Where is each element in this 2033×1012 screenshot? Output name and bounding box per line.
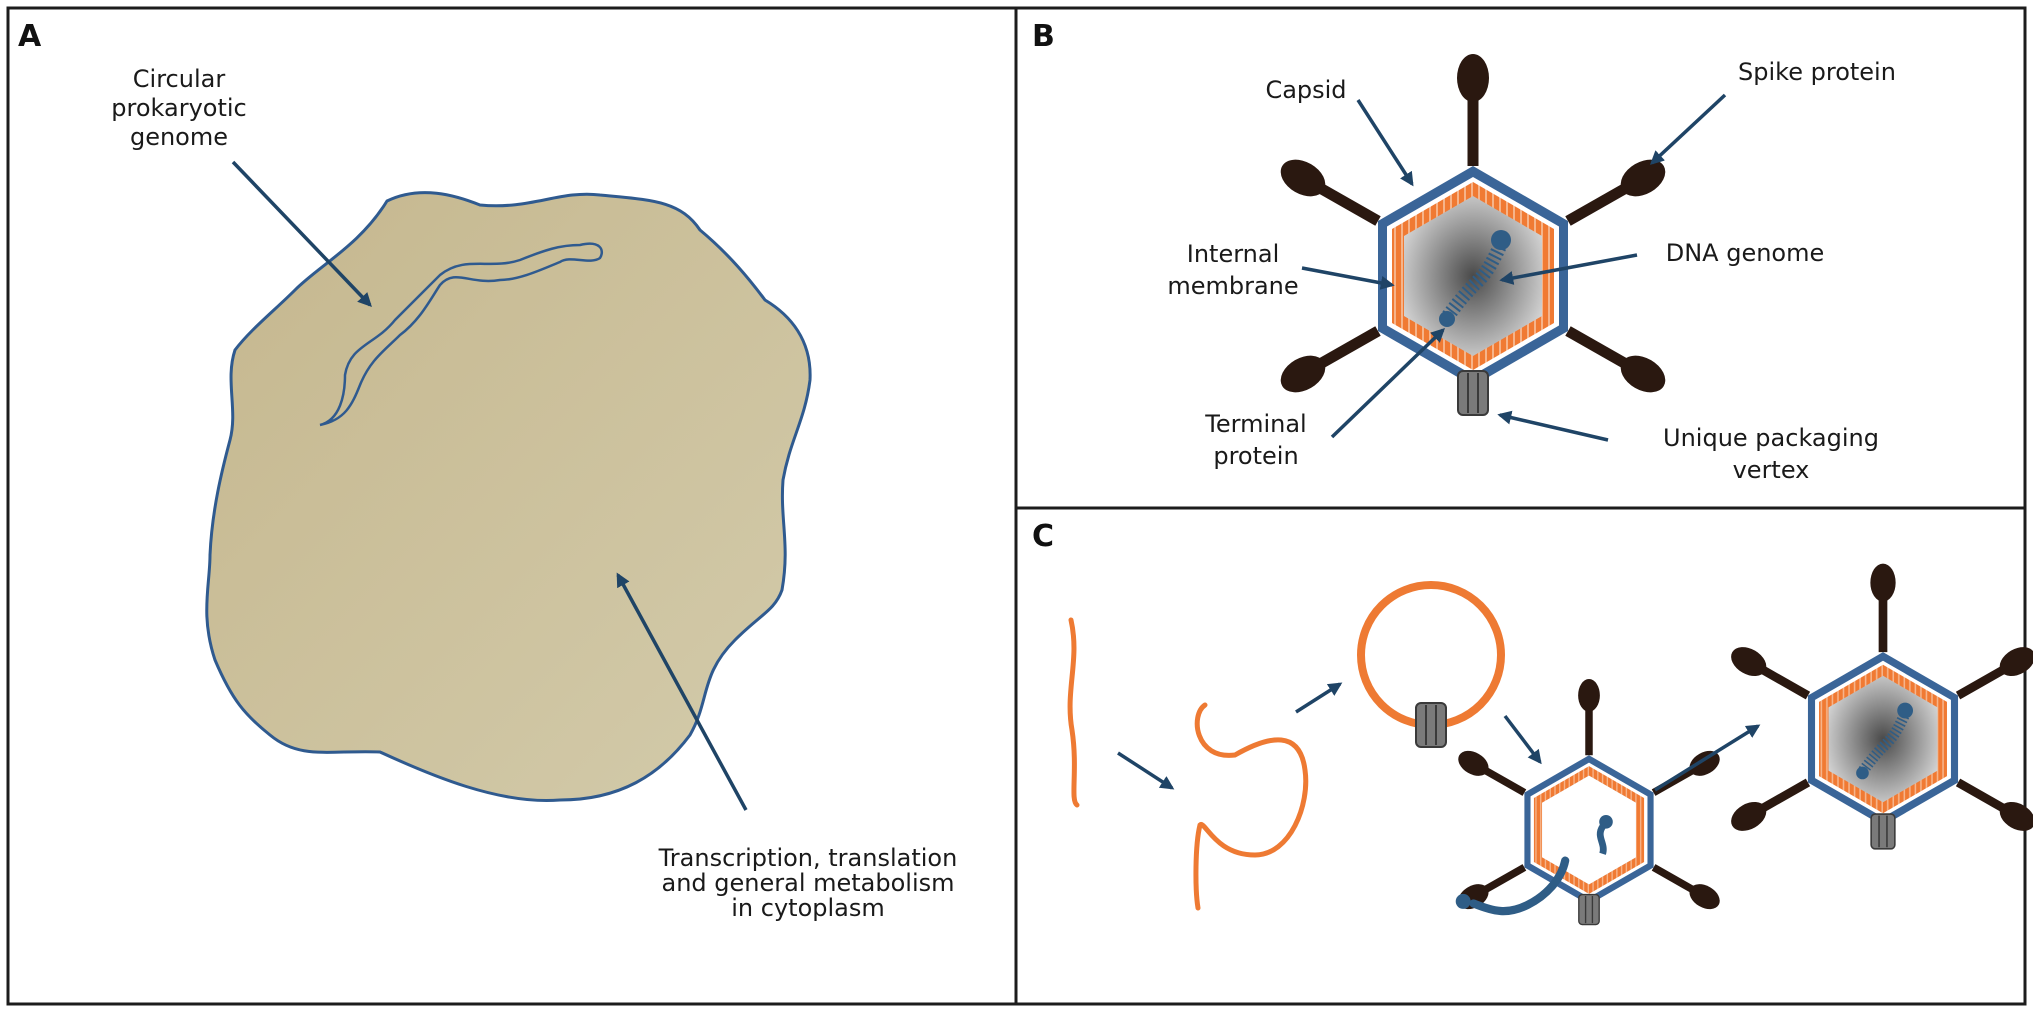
panel-c-letter: C xyxy=(1032,519,1054,554)
membrane-label-line1: Internal xyxy=(1187,240,1280,268)
vertex-label-line1: Unique packaging xyxy=(1663,424,1879,452)
dna-label: DNA genome xyxy=(1666,239,1825,267)
step2-arrow xyxy=(1295,682,1343,714)
spike-label: Spike protein xyxy=(1738,58,1896,86)
step3-arrow xyxy=(1503,714,1542,765)
panel-c-arrows xyxy=(1117,682,1761,792)
panel-frames xyxy=(6,6,2027,1006)
panel-a-letter: A xyxy=(18,19,42,54)
dna-arrow xyxy=(1499,253,1638,285)
capsid-arrow xyxy=(1356,99,1414,187)
cytoplasm-label-line2: and general metabolism xyxy=(661,869,954,897)
panel-b: B Capsid Spike protein Internal membrane… xyxy=(1032,19,1896,484)
genome-arrow xyxy=(231,160,372,308)
cytoplasm-label: Transcription, translation and general m… xyxy=(658,844,958,922)
bacterial-cell-icon xyxy=(205,191,812,803)
linear-dna-icon xyxy=(1067,617,1080,808)
panel-b-arrows xyxy=(1301,93,1727,442)
panel-a: A Circular prokaryotic genome Transcript… xyxy=(18,19,957,922)
membrane-vesicle-icon xyxy=(1357,581,1505,748)
terminal-label-line2: protein xyxy=(1213,442,1298,470)
cytoplasm-arrow xyxy=(616,572,748,811)
vertex-arrow xyxy=(1497,410,1609,442)
spike-arrow xyxy=(1649,93,1727,165)
mature-virion-icon xyxy=(1726,564,2033,849)
procapsid-icon xyxy=(1454,679,1724,924)
bent-dna-icon xyxy=(1193,702,1309,911)
circular-genome-icon xyxy=(319,242,604,427)
genome-label: Circular prokaryotic genome xyxy=(111,65,246,151)
cytoplasm-label-line3: in cytoplasm xyxy=(731,894,885,922)
genome-label-line2: prokaryotic xyxy=(111,94,246,122)
panel-b-letter: B xyxy=(1032,19,1055,54)
cytoplasm-label-line1: Transcription, translation xyxy=(658,844,958,872)
terminal-label-line1: Terminal xyxy=(1204,410,1306,438)
step1-arrow xyxy=(1117,751,1175,790)
genome-label-line3: genome xyxy=(130,123,228,151)
capsid-label: Capsid xyxy=(1265,76,1346,104)
membrane-label-line2: membrane xyxy=(1167,272,1298,300)
step4-arrow xyxy=(1654,724,1761,792)
panel-c: C xyxy=(1032,519,2033,925)
vertex-label-line2: vertex xyxy=(1733,456,1810,484)
panel-b-labels: Capsid Spike protein Internal membrane D… xyxy=(1167,58,1896,484)
terminal-arrow xyxy=(1330,328,1446,439)
virion-icon xyxy=(1274,54,1672,415)
genome-label-line1: Circular xyxy=(133,65,226,93)
membrane-arrow xyxy=(1301,266,1395,290)
